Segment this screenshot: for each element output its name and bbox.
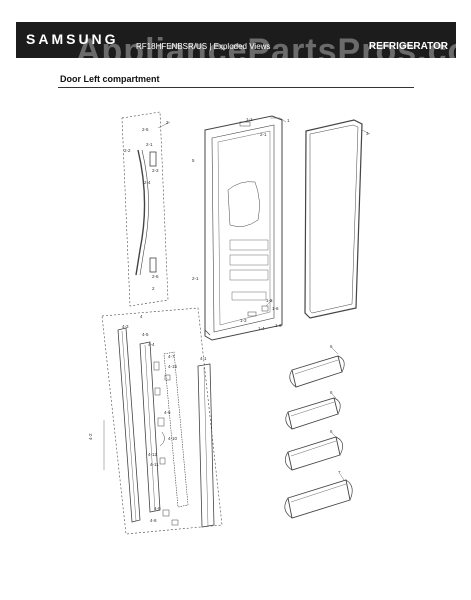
- callout-4-8: 4-8: [150, 518, 157, 523]
- frame-strip-right: [197, 363, 215, 528]
- handle-cap-top: [149, 151, 157, 167]
- callout-4-2: 4-2: [88, 433, 93, 440]
- frame-group-outline: [101, 307, 223, 535]
- callout-4: 4: [140, 314, 143, 319]
- handle-cap-bottom: [149, 257, 157, 273]
- callout-6c: 6: [330, 429, 333, 434]
- callout-1-1: 1-1: [246, 117, 253, 122]
- callout-2-6: 2-6: [152, 274, 159, 279]
- handle-group-outline: [121, 111, 169, 307]
- door-bin-4: [284, 479, 353, 519]
- callout-2-1b: 2-1: [260, 132, 267, 137]
- door-assembly: [204, 115, 283, 341]
- callout-2-top: 2: [166, 120, 169, 125]
- frame-strip-left: [117, 327, 141, 523]
- door-handle: [135, 149, 146, 276]
- callout-2-4: 2-4: [144, 180, 151, 185]
- callout-labels: 2 2-5 2-1 2-2 2-3 2-4 2-6 2 1-1 1 3 5 2-…: [88, 117, 369, 523]
- callout-2-5: 2-5: [142, 127, 149, 132]
- callout-4-1: 4-1: [200, 356, 207, 361]
- frame-strip-inner: [163, 351, 189, 508]
- callout-2-1c: 2-1: [192, 276, 199, 281]
- section-title: Door Left compartment: [60, 74, 160, 84]
- callout-4-12: 4-12: [148, 452, 158, 457]
- callout-1-4: 1-4: [258, 326, 265, 331]
- callout-4-11: 4-11: [150, 462, 159, 467]
- callout-2-bottom: 2: [152, 286, 155, 291]
- door-bin-2: [285, 397, 341, 430]
- title-divider: [58, 87, 414, 88]
- callout-2-3: 2-3: [152, 168, 159, 173]
- callout-4-4: 4-4: [148, 342, 155, 347]
- callout-7: 7: [338, 470, 341, 475]
- callout-4-6: 4-6: [164, 410, 171, 415]
- door-bin-3: [284, 436, 344, 471]
- callout-6b: 6: [330, 390, 333, 395]
- callout-1-5: 1-5: [266, 298, 273, 303]
- callout-4-15: 4-15: [168, 364, 178, 369]
- callout-4-9: 4-9: [154, 506, 161, 511]
- callout-1-6: 1-6: [272, 306, 279, 311]
- callout-2-2: 2-2: [124, 148, 131, 153]
- callout-1-3b: 1-3: [275, 323, 282, 328]
- callout-6a: 6: [330, 344, 333, 349]
- callout-2-1a: 2-1: [146, 142, 153, 147]
- callout-5: 5: [192, 158, 195, 163]
- callout-1: 1: [287, 118, 290, 123]
- door-gasket: [304, 119, 363, 319]
- frame-strip-mid: [139, 341, 161, 513]
- model-line: RF18HFENBSR/US | Exploded Views: [136, 42, 271, 51]
- door-bin-1: [289, 355, 345, 388]
- callout-4-7: 4-7: [168, 354, 175, 359]
- category-label: REFRIGERATOR: [368, 41, 448, 52]
- callout-4-5: 4-5: [142, 332, 149, 337]
- callout-1-3a: 1-3: [240, 318, 247, 323]
- brand-logo: SAMSUNG: [26, 31, 119, 47]
- callout-3: 3: [366, 131, 369, 136]
- callout-4-10: 4-10: [168, 436, 178, 441]
- callout-4-3: 4-3: [122, 324, 129, 329]
